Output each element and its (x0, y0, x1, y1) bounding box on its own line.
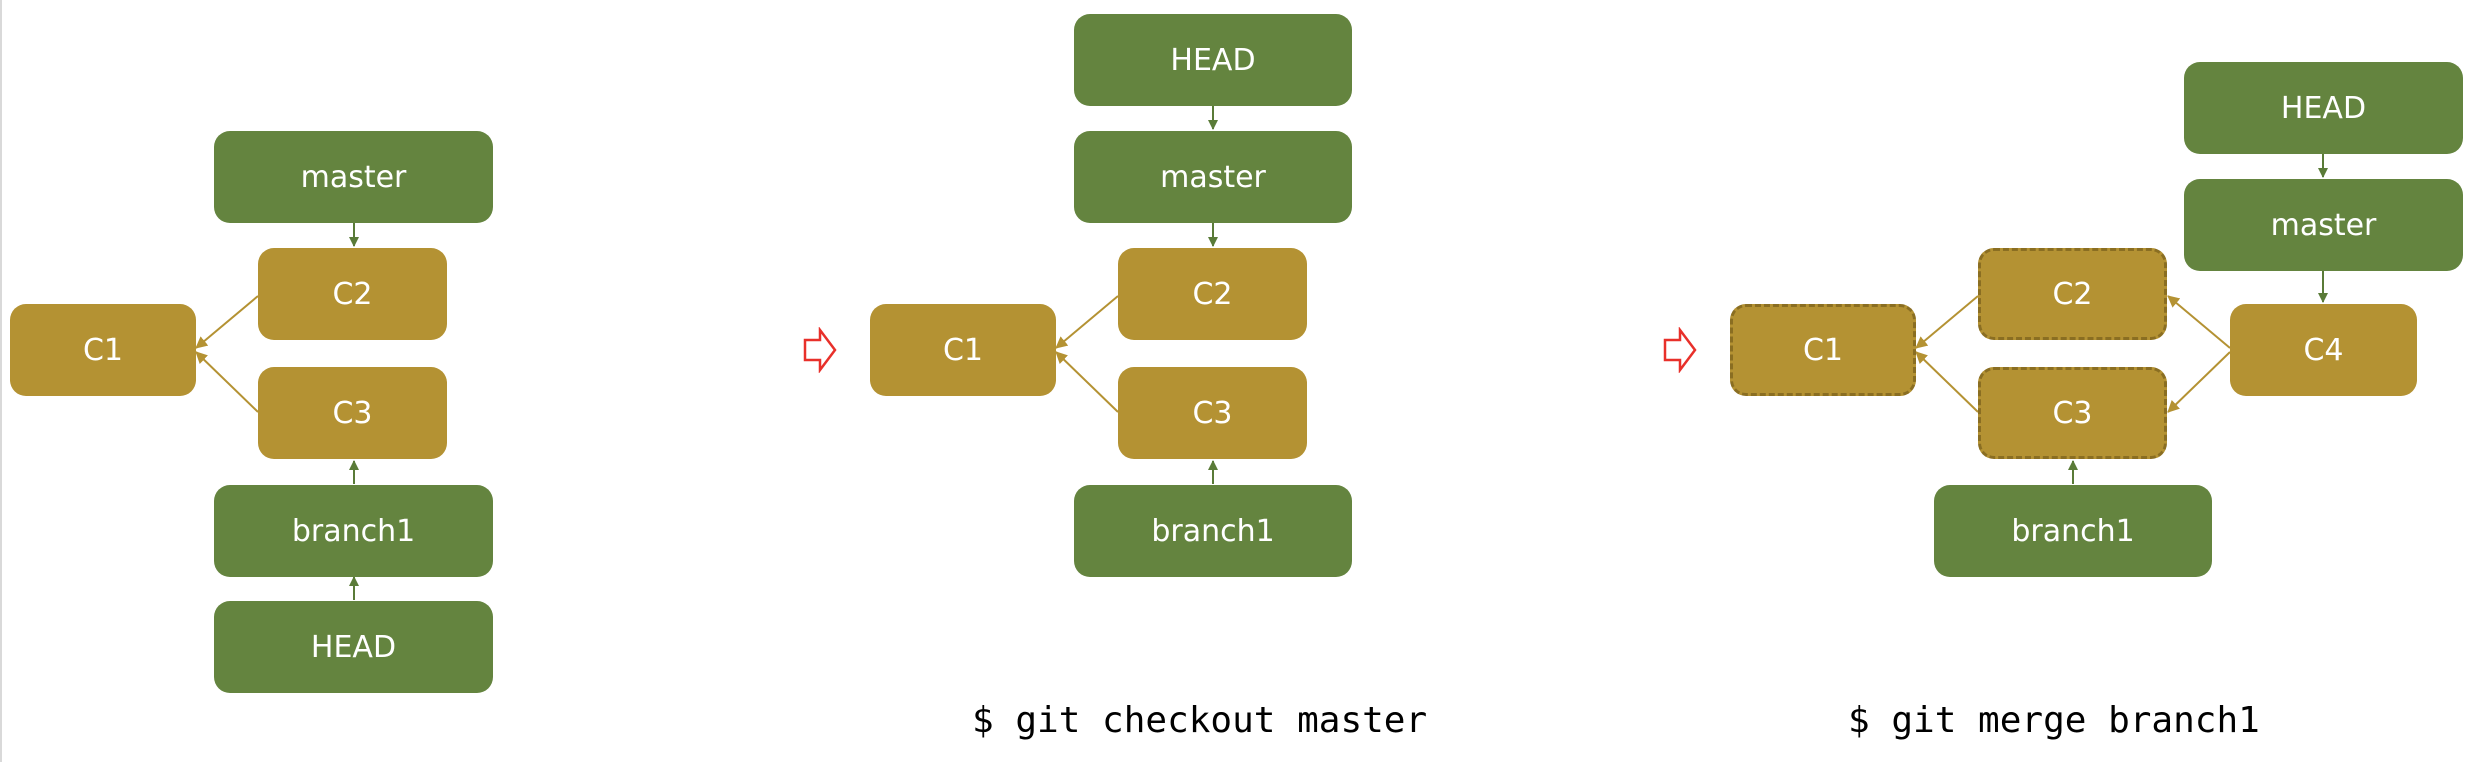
edge-c2-to-c1 (1915, 295, 1979, 349)
edge-c2-to-c1 (195, 295, 259, 349)
left-border (0, 0, 2, 762)
edge-c3-to-c1 (195, 351, 259, 413)
commit-c4: C4 (2230, 304, 2417, 396)
commit-c1: C1 (870, 304, 1056, 396)
commit-c3: C3 (1118, 367, 1307, 459)
branch-label-master: master (2184, 179, 2463, 271)
right-arrow-outline-icon (1663, 327, 1697, 373)
right-arrow-outline-icon (803, 327, 837, 373)
head-pointer: HEAD (1074, 14, 1352, 106)
branch-label-branch1: branch1 (214, 485, 493, 577)
edge-c4-to-c2 (2167, 295, 2231, 349)
head-pointer: HEAD (2184, 62, 2463, 154)
command-merge: $ git merge branch1 (1848, 700, 2260, 741)
edge-c3-to-c1 (1915, 351, 1979, 413)
branch-label-branch1: branch1 (1934, 485, 2212, 577)
branch-label-branch1: branch1 (1074, 485, 1352, 577)
edge-c2-to-c1 (1055, 295, 1119, 349)
edge-c4-to-c3 (2167, 351, 2231, 413)
branch-label-master: master (214, 131, 493, 223)
command-checkout: $ git checkout master (972, 700, 1428, 741)
commit-c2: C2 (1978, 248, 2167, 340)
edge-c3-to-c1 (1055, 351, 1119, 413)
branch-label-master: master (1074, 131, 1352, 223)
head-pointer: HEAD (214, 601, 493, 693)
commit-c1: C1 (1730, 304, 1916, 396)
commit-c3: C3 (1978, 367, 2167, 459)
commit-c2: C2 (258, 248, 447, 340)
commit-c2: C2 (1118, 248, 1307, 340)
commit-c3: C3 (258, 367, 447, 459)
commit-c1: C1 (10, 304, 196, 396)
